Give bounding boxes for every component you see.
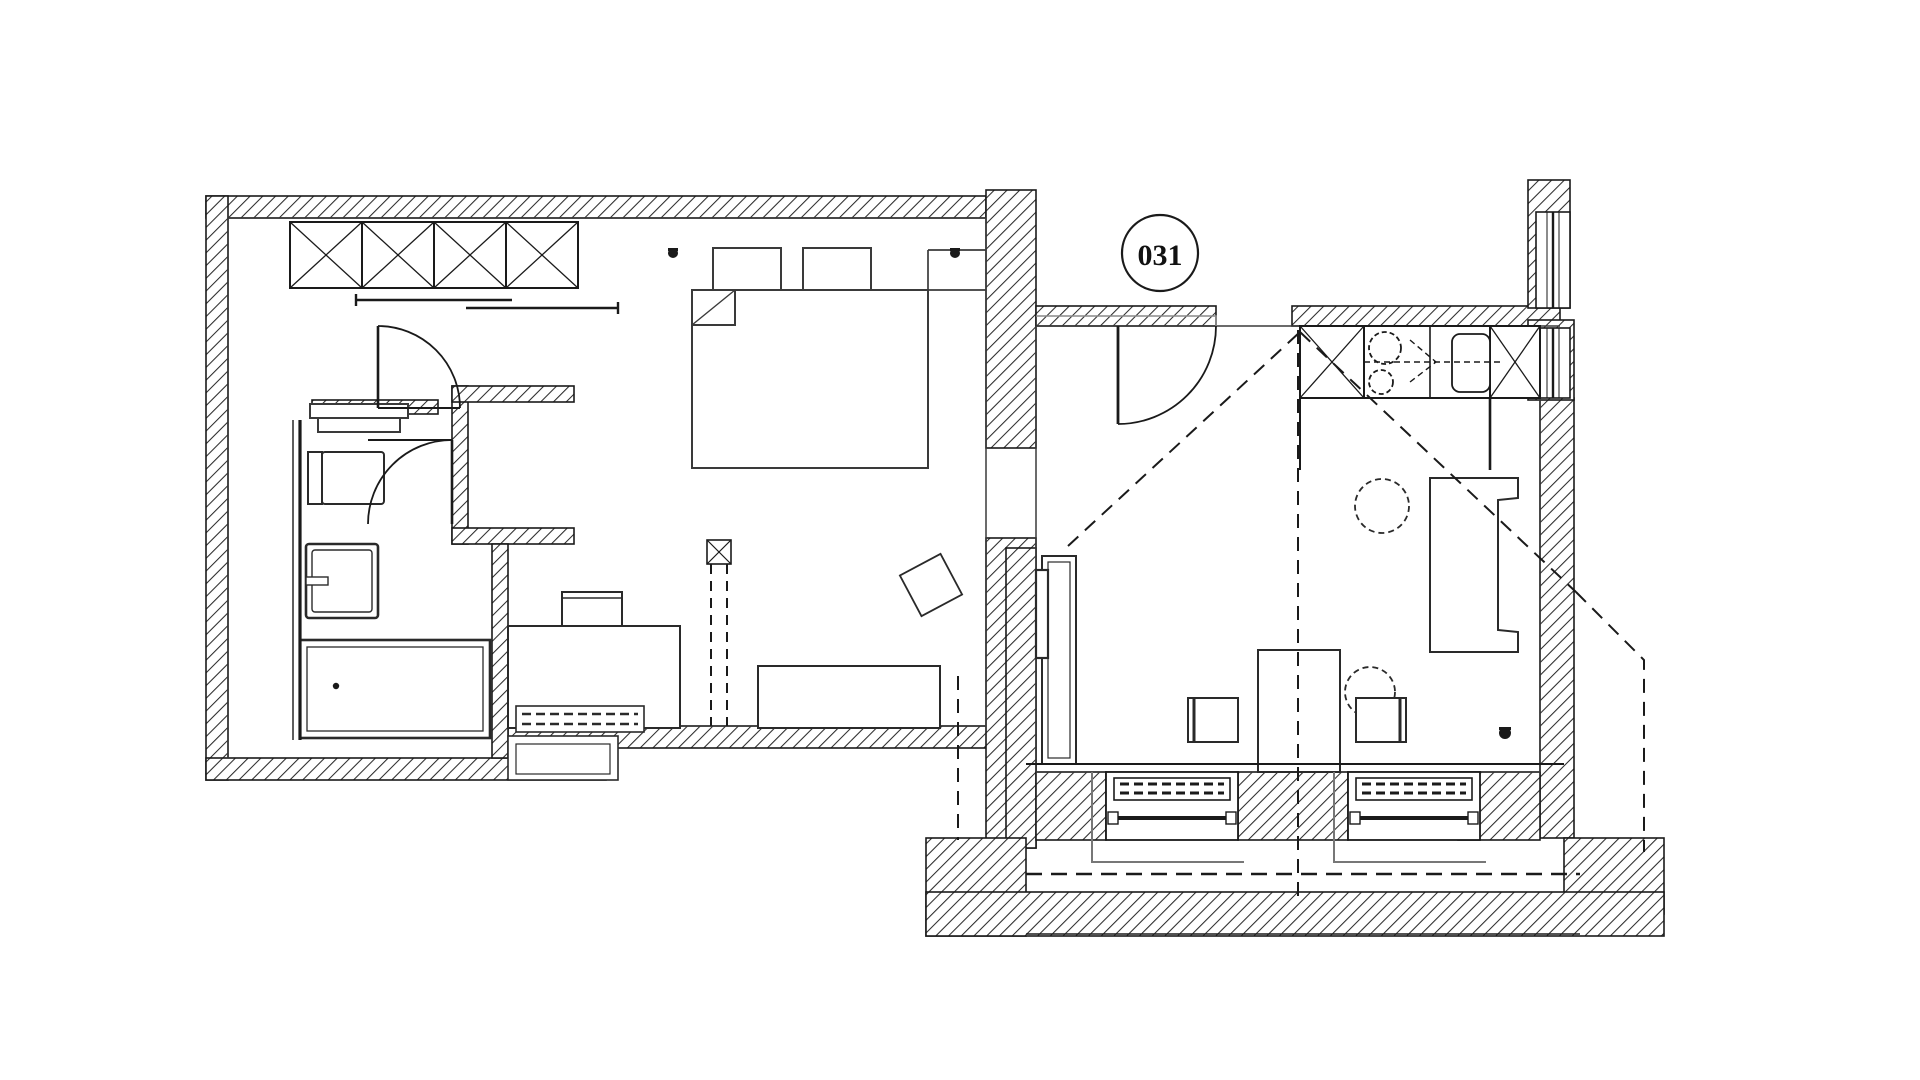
projected-outline-right: [1575, 591, 1645, 852]
armchair-small: [898, 552, 964, 618]
bed-pillow-right: [802, 247, 872, 291]
door-group[interactable]: [367, 325, 1217, 525]
desk-bench-inner: [515, 743, 611, 775]
wall-balcony-pier-a: [1035, 771, 1107, 841]
room-tag: 031: [1120, 213, 1200, 293]
cabinet-x-icon-right: [1489, 325, 1541, 399]
hall-guide-line: [1036, 315, 1217, 326]
room-tag-number: 031: [1138, 239, 1183, 272]
plan-geometry: 031: [205, 179, 1665, 937]
window-group: [1535, 211, 1571, 399]
wardrobe-slide-indicator: [354, 294, 620, 314]
plumbing-riser: [292, 420, 302, 740]
window-right-lower: [1535, 327, 1571, 399]
wall-bath-shower-bottom: [451, 527, 575, 545]
wall-right-exterior-lower: [1539, 397, 1575, 839]
wall-bath-shower-top: [451, 385, 575, 403]
tv-unit-inner: [1047, 561, 1071, 759]
secondary-construction: [1036, 315, 1217, 326]
wall-balcony-parapet: [925, 891, 1665, 937]
sofa-body: [1429, 477, 1519, 653]
tv-panel: [1034, 568, 1050, 660]
wall-column-bedroom-hall: [985, 189, 1037, 449]
wall-bath-divider-vert: [491, 543, 509, 759]
toilet: [307, 451, 385, 505]
bathroom-door-arc: [377, 325, 461, 409]
balcony-door-right[interactable]: [1333, 771, 1486, 863]
desk-bench: [515, 705, 645, 733]
room-tag-circle: [1120, 213, 1200, 293]
cooktop-burner-2: [1368, 369, 1394, 395]
wardrobe: [289, 221, 620, 314]
balcony-door-right-sill: [1333, 772, 1486, 863]
balcony-door-right-handle-b: [1467, 811, 1479, 825]
wc-door[interactable]: [367, 439, 454, 525]
balcony-door-left[interactable]: [1091, 771, 1244, 863]
radiator-right-fins: [1362, 782, 1466, 795]
kitchen-sink: [1451, 333, 1491, 393]
balcony-opening-group[interactable]: [1091, 771, 1486, 863]
side-table-upper: [1354, 478, 1410, 534]
wall-balcony-pier-b: [1237, 771, 1349, 841]
socket-icon-2: [950, 248, 960, 258]
tv-unit: [1034, 555, 1077, 765]
duct-x-icon: [706, 539, 732, 565]
wall-left-exterior: [205, 195, 229, 781]
cabinet-x-icon-left: [1299, 325, 1365, 399]
annotation-lines: [957, 330, 1645, 896]
balcony-door-left-handle-a: [1107, 811, 1119, 825]
sight-line-upper: [1067, 331, 1301, 547]
wall-top-bedroom: [205, 195, 987, 219]
kitchen-block: [1299, 325, 1541, 470]
desk-bench-slats: [522, 712, 638, 726]
stool-icon: [898, 552, 964, 618]
chair-left: [1187, 697, 1239, 743]
bedroom-duct: [706, 539, 732, 726]
bedroom-low-cabinet: [757, 665, 941, 729]
balcony-door-left-sill: [1091, 772, 1244, 863]
sight-line-right: [1299, 331, 1577, 593]
washbasin: [309, 403, 409, 433]
double-bed: [691, 247, 929, 469]
desk-group: [507, 591, 681, 781]
radiator-left-fins: [1120, 782, 1224, 795]
bathroom-door[interactable]: [376, 325, 461, 409]
balcony-door-left-handle-b: [1225, 811, 1237, 825]
entry-door[interactable]: [1116, 325, 1217, 425]
wall-hall-top-right: [1291, 305, 1561, 327]
side-table-group: [1344, 478, 1410, 718]
socket-icon-1: [668, 248, 678, 258]
chair-right: [1355, 697, 1407, 743]
bathtub-drain: [305, 576, 329, 586]
shower-drain-icon: [332, 682, 340, 690]
washbasin-counter: [309, 403, 409, 419]
kitchen-dash-detail: [1364, 339, 1500, 383]
duct-dash-lines: [710, 564, 728, 726]
shower-inner: [306, 646, 484, 732]
bed-fold-diagonal: [691, 289, 736, 326]
sofa: [1429, 477, 1519, 653]
shower-tray: [298, 638, 492, 740]
window-right-upper: [1535, 211, 1571, 309]
cooktop: [1368, 331, 1402, 395]
bathtub: [304, 542, 380, 620]
cooktop-burner-1: [1368, 331, 1402, 365]
closet-x-icon: [289, 221, 579, 289]
radiator-left: [1113, 777, 1231, 801]
toilet-bowl: [321, 451, 385, 505]
radiator-right: [1355, 777, 1473, 801]
bed-pillow-left: [712, 247, 782, 291]
balcony-door-right-handle-a: [1349, 811, 1361, 825]
toilet-cistern: [307, 451, 323, 505]
entry-door-arc: [1117, 325, 1217, 425]
wall-bath-right-vert: [451, 385, 469, 545]
washbasin-bowl: [317, 417, 401, 433]
balcony-floor-lines: [1026, 763, 1580, 935]
bedroom-cabinet-body: [757, 665, 941, 729]
wc-door-arc: [367, 439, 453, 525]
wall-living-left: [1005, 547, 1037, 849]
socket-icon-5: [1499, 727, 1511, 739]
desk-back-unit: [561, 591, 623, 627]
